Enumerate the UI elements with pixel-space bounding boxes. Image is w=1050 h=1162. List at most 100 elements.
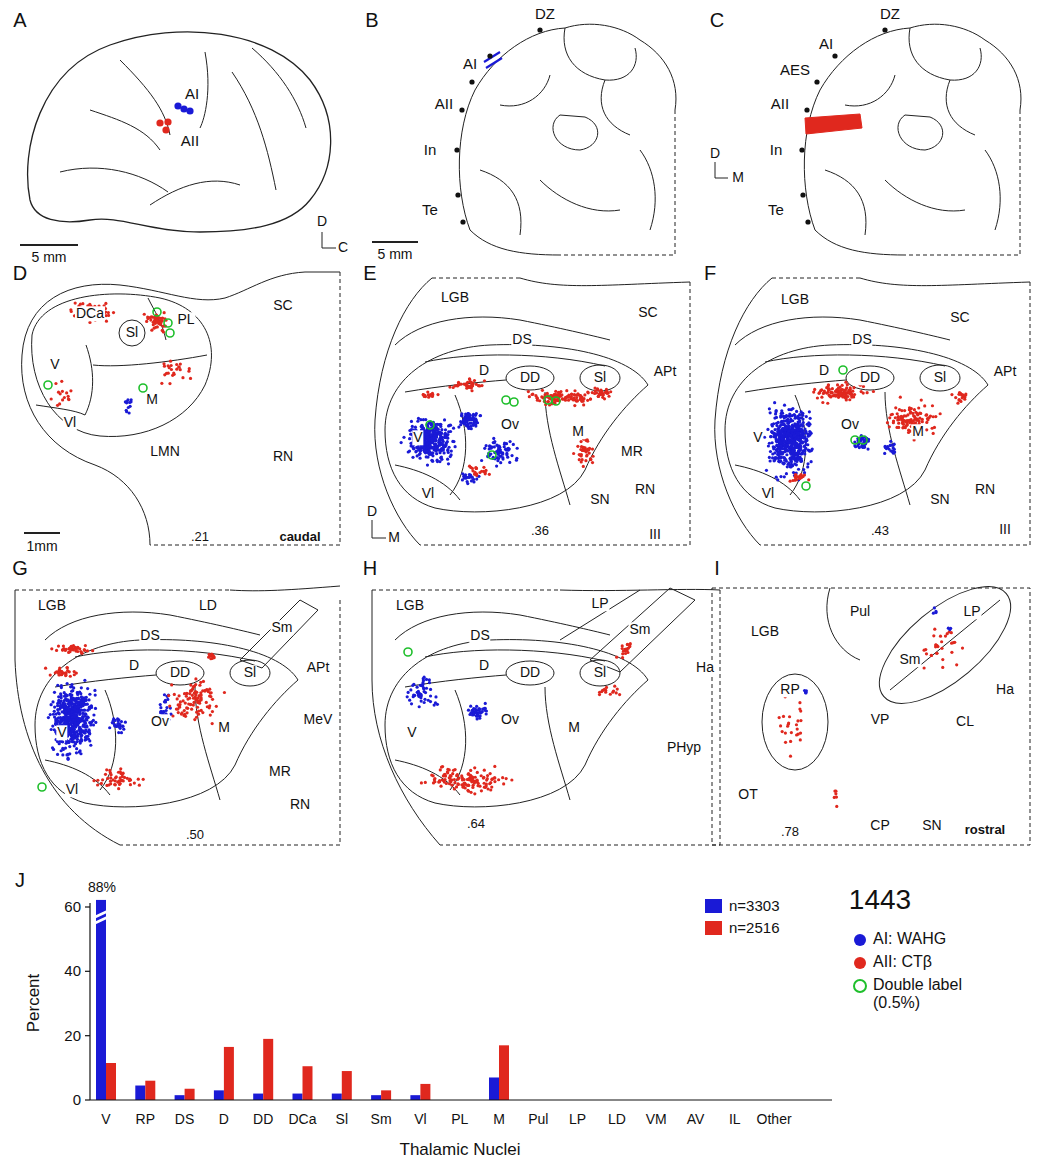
section-outline	[372, 590, 440, 845]
labeled-cell	[488, 444, 491, 447]
labeled-cell	[584, 459, 587, 462]
labeled-cell	[167, 372, 170, 375]
labeled-cell	[772, 432, 775, 435]
labeled-cell	[784, 448, 787, 451]
labeled-cell	[788, 429, 791, 432]
labeled-cell	[898, 418, 901, 421]
labeled-cell	[483, 379, 486, 382]
labeled-cell	[546, 392, 549, 395]
labeled-cell	[152, 327, 155, 330]
labeled-cell	[908, 419, 911, 422]
injection-dot	[162, 126, 169, 133]
labeled-cell	[916, 412, 919, 415]
labeled-cell	[145, 320, 148, 323]
area-border-dot	[882, 27, 887, 32]
labeled-cell	[799, 476, 802, 479]
labeled-cell	[507, 447, 510, 450]
labeled-cell	[446, 448, 449, 451]
labeled-cell	[959, 392, 962, 395]
labeled-cell	[806, 462, 809, 465]
sulcus-line	[150, 181, 240, 205]
nucleus-outline	[725, 345, 988, 512]
labeled-cell	[188, 367, 191, 370]
scale-bar	[372, 241, 418, 243]
section-frame	[372, 590, 560, 591]
labeled-cell	[794, 475, 797, 478]
labeled-cell	[465, 384, 468, 387]
nucleus-outline	[240, 600, 318, 668]
injection-dot	[164, 118, 171, 125]
labeled-cell	[800, 473, 803, 476]
labeled-cell	[515, 459, 518, 462]
labeled-cell	[480, 470, 483, 473]
labeled-cell	[475, 477, 478, 480]
labeled-cell	[156, 325, 159, 328]
labeled-cell	[480, 459, 483, 462]
labeled-cell	[400, 441, 403, 444]
nucleus-outline	[885, 392, 910, 505]
labeled-cell	[886, 421, 889, 424]
orientation-axis	[322, 232, 336, 248]
labeled-cell	[169, 360, 172, 363]
labeled-cell	[579, 394, 582, 397]
labeled-cell	[892, 452, 895, 455]
labeled-cell	[60, 380, 63, 383]
labeled-cell	[845, 398, 848, 401]
nucleus-outline	[195, 687, 220, 800]
labeled-cell	[799, 445, 802, 448]
nucleus-outline	[425, 355, 605, 366]
labeled-cell	[573, 393, 576, 396]
labeled-cell	[444, 428, 447, 431]
area-border-dot	[459, 107, 464, 112]
labeled-cell	[586, 399, 589, 402]
labeled-cell	[589, 397, 592, 400]
labeled-cell	[479, 414, 482, 417]
labeled-cell	[793, 442, 796, 445]
labeled-cell	[838, 389, 841, 392]
labeled-cell	[81, 302, 84, 305]
labeled-cell	[69, 308, 72, 311]
labeled-cell	[440, 428, 443, 431]
labeled-cell	[768, 456, 771, 459]
section-frame	[432, 278, 520, 279]
labeled-cell	[798, 449, 801, 452]
labeled-cell	[950, 393, 953, 396]
nucleus-outline	[425, 650, 605, 661]
labeled-cell	[797, 438, 800, 441]
labeled-cell	[443, 418, 446, 421]
labeled-cell	[153, 319, 156, 322]
labeled-cell	[554, 399, 557, 402]
labeled-cell	[553, 393, 556, 396]
labeled-cell	[957, 398, 960, 401]
labeled-cell	[531, 393, 534, 396]
labeled-cell	[593, 386, 596, 389]
labeled-cell	[805, 415, 808, 418]
labeled-cell	[908, 406, 911, 409]
labeled-cell	[442, 446, 445, 449]
labeled-cell	[921, 420, 924, 423]
labeled-cell	[170, 368, 173, 371]
area-border-dot	[814, 79, 819, 84]
labeled-cell	[852, 386, 855, 389]
labeled-cell	[903, 409, 906, 412]
labeled-cell	[436, 393, 439, 396]
nucleus-outline	[580, 365, 620, 391]
nucleus-outline	[85, 345, 93, 415]
labeled-cell	[797, 468, 800, 471]
labeled-cell	[440, 449, 443, 452]
labeled-cell	[787, 440, 790, 443]
section-frame	[420, 282, 690, 545]
labeled-cell	[801, 430, 804, 433]
labeled-cell	[776, 444, 779, 447]
labeled-cell	[821, 401, 824, 404]
labeled-cell	[600, 390, 603, 393]
labeled-cell	[107, 314, 110, 317]
labeled-cell	[830, 391, 833, 394]
labeled-cell	[67, 398, 70, 401]
coronal-section-outline	[540, 180, 620, 211]
labeled-cell	[932, 432, 935, 435]
labeled-cell	[598, 393, 601, 396]
labeled-cell	[189, 377, 192, 380]
labeled-cell	[512, 443, 515, 446]
labeled-cell	[866, 391, 869, 394]
